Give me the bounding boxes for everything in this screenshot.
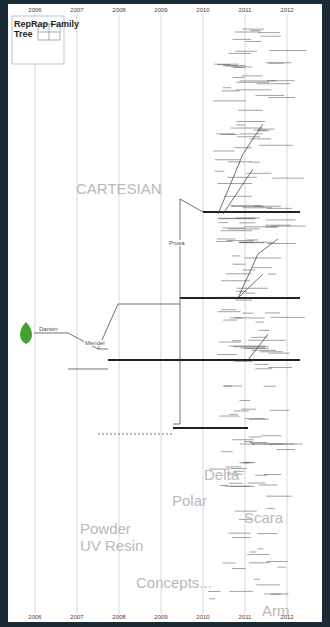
branch-label: Mendel [84, 340, 106, 346]
diagram-title: RepRap Family [14, 20, 79, 29]
year-tick: 2009 [154, 614, 167, 620]
year-tick: 2007 [70, 7, 83, 13]
group-label: CARTESIAN [76, 180, 162, 197]
tree-page: RepRap FamilyTreeCARTESIAN DeltaPolarScar… [8, 4, 322, 622]
year-grid [35, 14, 287, 614]
branch-links [34, 124, 278, 434]
title-line: Tree [14, 30, 33, 39]
year-tick: 2010 [196, 7, 209, 13]
branch-label: Darwin [38, 326, 59, 332]
branch-label: Prusa [168, 240, 186, 246]
main-branches [108, 212, 300, 428]
group-label: Powder [80, 520, 131, 537]
year-tick: 2008 [112, 7, 125, 13]
group-label: UV Resin [80, 537, 143, 554]
group-label: Delta [204, 466, 239, 483]
year-tick: 2010 [196, 614, 209, 620]
year-tick: 2008 [112, 614, 125, 620]
year-tick: 2012 [280, 614, 293, 620]
year-tick: 2011 [239, 7, 252, 13]
group-label: Concepts... [136, 574, 212, 591]
year-tick: 2011 [239, 614, 252, 620]
group-label: Scara [244, 509, 283, 526]
group-label: Polar [172, 492, 207, 509]
year-tick: 2009 [154, 7, 167, 13]
year-tick: 2006 [28, 614, 41, 620]
year-tick: 2012 [280, 7, 293, 13]
year-tick: 2006 [28, 7, 41, 13]
tree-lines [8, 4, 322, 622]
twig-strokes [208, 29, 306, 599]
root-leaf [20, 322, 32, 344]
year-tick: 2007 [70, 614, 83, 620]
